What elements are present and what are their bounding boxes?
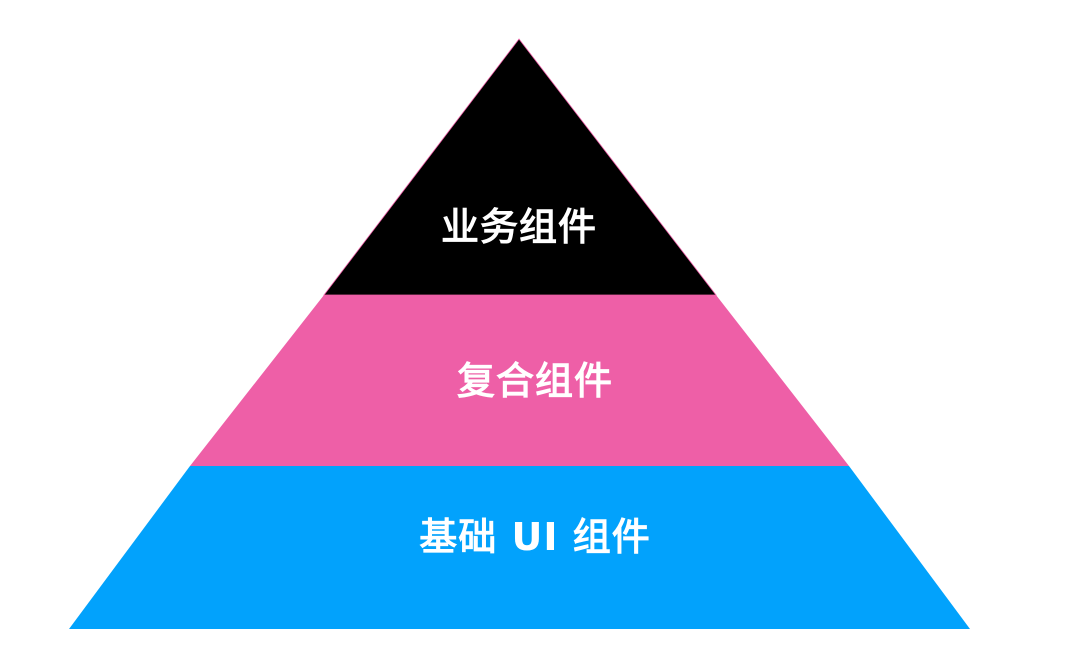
- layer-middle-label: 复合组件: [456, 359, 614, 403]
- layer-top-label: 业务组件: [440, 205, 598, 249]
- layer-top-shape: [323, 38, 717, 296]
- layer-bottom-label: 基础 UI 组件: [419, 515, 651, 559]
- layer-bottom-shape: [69, 466, 970, 629]
- layer-middle-shape: [190, 295, 849, 466]
